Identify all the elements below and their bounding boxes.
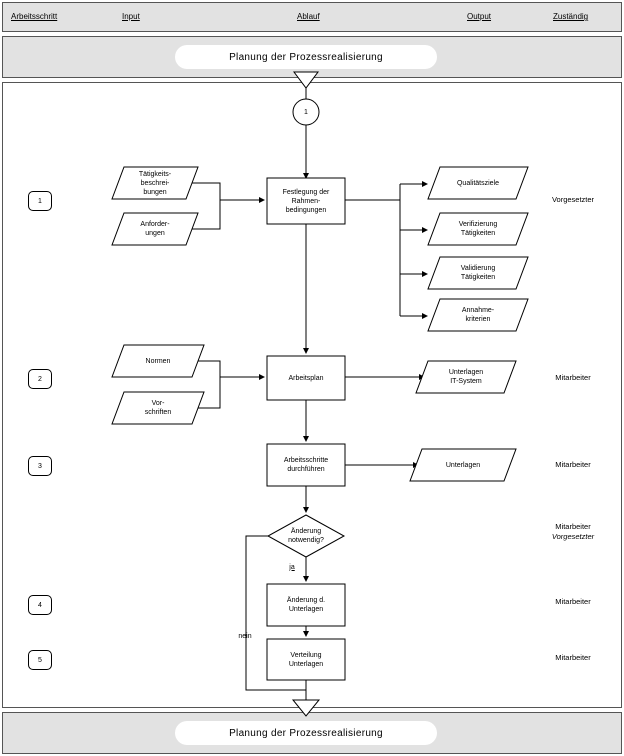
step-number-2: 2 <box>28 369 52 389</box>
offpage-connector-bottom <box>291 699 321 717</box>
role-step3: Mitarbeiter <box>555 460 591 469</box>
role-step1: Vorgesetzter <box>551 195 595 204</box>
input-normen-shape <box>111 344 205 378</box>
header-input: Input <box>122 12 140 21</box>
decision-aenderung: Änderung notwendig? <box>288 528 324 544</box>
header-ablauf: Ablauf <box>297 12 320 21</box>
process-arbeitsschritte: Arbeitsschritte durchführen <box>283 457 329 473</box>
input-anforderungen-shape <box>111 212 199 246</box>
output-unterlagen-shape <box>409 448 517 482</box>
step-number-4: 4 <box>28 595 52 615</box>
output-qualitaetsziele-shape <box>427 166 529 200</box>
output-validierung-shape <box>427 256 529 290</box>
role-step4: Mitarbeiter <box>555 597 591 606</box>
output-annahmekriterien: Annahme- kriterien <box>461 307 495 323</box>
header-zustaendig: Zuständig <box>553 12 589 21</box>
role-step2: Mitarbeiter <box>555 373 591 382</box>
output-qualitaetsziele: Qualitätsziele <box>456 179 500 187</box>
input-taetigkeitsbeschreibungen-shape <box>111 166 199 200</box>
header-output: Output <box>467 12 492 21</box>
branch-nein: nein <box>238 632 252 640</box>
output-unterlagen-it: Unterlagen IT-System <box>448 369 484 385</box>
step-number-3: 3 <box>28 456 52 476</box>
process-arbeitsplan: Arbeitsplan <box>288 374 324 382</box>
input-taetigkeitsbeschreibungen: Tätigkeits- beschrei- bungen <box>138 170 172 196</box>
output-validierung: Validierung Tätigkeiten <box>460 265 496 281</box>
header-arbeitsschritt: Arbeitsschritt <box>11 12 58 21</box>
output-verifizierung: Verifizierung Tätigkeiten <box>458 221 498 237</box>
process-festlegung: Festlegung der Rahmen- bedingungen <box>282 188 330 214</box>
top-process-title: Planung der Prozessrealisierung <box>175 45 437 69</box>
input-normen: Normen <box>145 357 171 365</box>
output-verifizierung-shape <box>427 212 529 246</box>
output-unterlagen: Unterlagen <box>445 461 481 469</box>
output-annahmekriterien-shape <box>427 298 529 332</box>
process-arbeitsschritte-shape <box>266 443 346 487</box>
input-vorschriften-shape <box>111 391 205 425</box>
branch-ja: ja <box>289 563 295 571</box>
input-vorschriften: Vor- schriften <box>144 400 172 416</box>
step-number-5: 5 <box>28 650 52 670</box>
process-aenderung: Änderung d. Unterlagen <box>286 597 326 613</box>
column-header-bar: Arbeitsschritt Input Ablauf Output Zustä… <box>2 2 622 32</box>
process-verteilung: Verteilung Unterlagen <box>288 651 324 668</box>
process-verteilung-shape <box>266 638 346 681</box>
top-process-band: Planung der Prozessrealisierung <box>2 36 622 78</box>
input-anforderungen: Anforder- ungen <box>140 221 170 237</box>
process-arbeitsplan-shape <box>266 355 346 401</box>
step-number-1: 1 <box>28 191 52 211</box>
bottom-process-band: Planung der Prozessrealisierung <box>2 712 622 754</box>
process-aenderung-shape <box>266 583 346 627</box>
role-decision-2: Vorgesetzter <box>551 532 595 541</box>
offpage-connector-top <box>293 71 319 89</box>
role-decision-1: Mitarbeiter <box>555 522 591 531</box>
connector-label: 1 <box>304 108 308 116</box>
output-unterlagen-it-shape <box>415 360 517 394</box>
bottom-process-title: Planung der Prozessrealisierung <box>175 721 437 745</box>
role-step5: Mitarbeiter <box>555 653 591 662</box>
